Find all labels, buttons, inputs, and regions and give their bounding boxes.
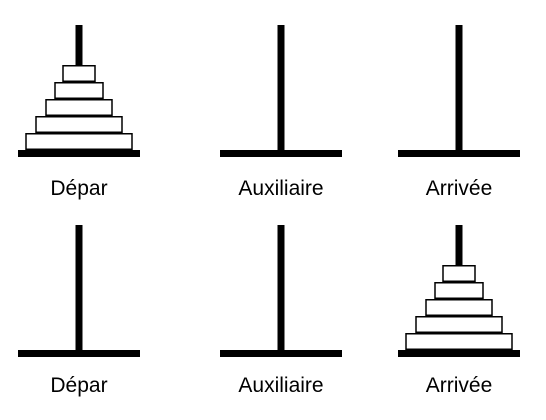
peg-base (398, 350, 520, 357)
peg-base (18, 350, 140, 357)
disk (45, 99, 113, 116)
disk (405, 333, 513, 350)
peg-label-auxiliaire-bottom: Auxiliaire (238, 374, 324, 397)
peg-base (220, 350, 342, 357)
disk (425, 299, 493, 316)
disk (54, 82, 104, 99)
disk (442, 265, 476, 282)
disk (434, 282, 484, 299)
peg-label-depart-bottom: Dépar (50, 374, 108, 397)
peg-pole (455, 25, 463, 150)
peg-label-arrivee-bottom: Arrivée (425, 374, 493, 397)
peg-base (18, 150, 140, 157)
peg-label-arrivee-top: Arrivée (425, 177, 493, 200)
peg-label-depart-top: Dépar (50, 177, 108, 200)
peg-base (398, 150, 520, 157)
disk (35, 116, 123, 133)
disk (62, 65, 96, 82)
disk (415, 316, 503, 333)
peg-pole (277, 225, 285, 350)
peg-pole (277, 25, 285, 150)
peg-pole (75, 225, 83, 350)
disk (25, 133, 133, 150)
peg-label-auxiliaire-top: Auxiliaire (238, 177, 324, 200)
peg-base (220, 150, 342, 157)
